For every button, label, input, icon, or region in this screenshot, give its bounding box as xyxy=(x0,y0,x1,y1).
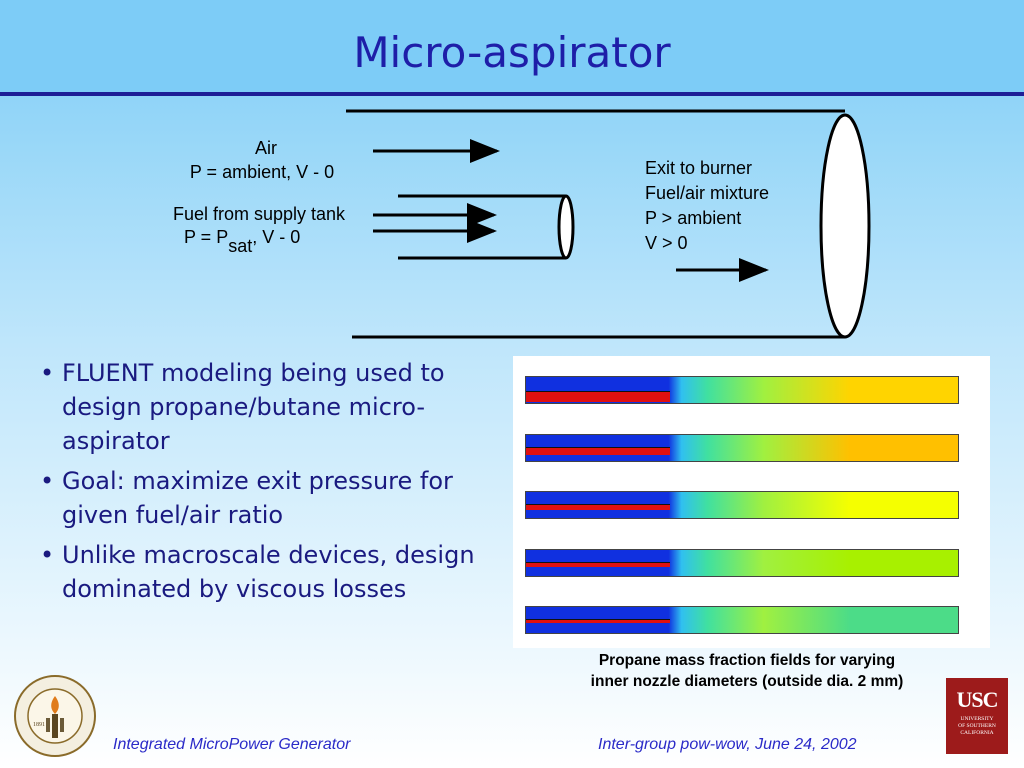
caption-line-1: Propane mass fraction fields for varying xyxy=(598,652,896,669)
simulation-row xyxy=(525,376,959,404)
nozzle-wall xyxy=(526,619,670,620)
simulation-image xyxy=(513,356,990,648)
bullet-item: •Unlike macroscale devices, design domin… xyxy=(40,538,510,606)
outer-tube-exit xyxy=(819,113,871,339)
simulation-row xyxy=(525,491,959,519)
air-label: Air xyxy=(255,138,277,158)
page-title: Micro-aspirator xyxy=(353,28,671,77)
bullet-text: FLUENT modeling being used to design pro… xyxy=(62,359,445,455)
fuel-label: Fuel from supply tank xyxy=(173,204,346,224)
caption-line-2: inner nozzle diameters (outside dia. 2 m… xyxy=(590,673,904,690)
nozzle-wall xyxy=(526,446,670,448)
bullet-item: •Goal: maximize exit pressure for given … xyxy=(40,464,510,532)
title-bar xyxy=(0,0,1024,93)
fuel-conditions-subscript: sat xyxy=(228,236,252,256)
bullet-list: •FLUENT modeling being used to design pr… xyxy=(40,356,510,612)
fuel-core xyxy=(526,504,670,510)
inner-nozzle-exit xyxy=(557,194,575,260)
nozzle-wall xyxy=(526,504,670,505)
fuel-conditions-prefix: P = P xyxy=(184,227,228,247)
footer-project-name: Integrated MicroPower Generator xyxy=(113,736,351,753)
micro-aspirator-diagram: Air P = ambient, V - 0 Fuel from supply … xyxy=(173,109,871,339)
bullet-dot: • xyxy=(40,467,55,495)
exit-label-line-3: P > ambient xyxy=(645,208,741,228)
nozzle-wall xyxy=(526,561,670,563)
bullet-dot: • xyxy=(40,541,55,569)
fuel-core xyxy=(526,619,670,623)
simulation-row xyxy=(525,433,959,462)
bullet-text: Goal: maximize exit pressure for given f… xyxy=(62,467,453,529)
fuel-core xyxy=(526,561,670,567)
footer-event-date: Inter-group pow-wow, June 24, 2002 xyxy=(598,736,857,753)
figure-caption: Propane mass fraction fields for varying… xyxy=(520,650,974,692)
fuel-core xyxy=(526,446,670,455)
exit-label-line-4: V > 0 xyxy=(645,233,688,253)
fuel-conditions-suffix: , V - 0 xyxy=(252,227,300,247)
exit-label-line-2: Fuel/air mixture xyxy=(645,183,769,203)
title-divider xyxy=(0,92,1024,96)
air-conditions: P = ambient, V - 0 xyxy=(190,162,334,182)
bullet-item: •FLUENT modeling being used to design pr… xyxy=(40,356,510,458)
simulation-row xyxy=(525,606,959,634)
svg-text:1891: 1891 xyxy=(33,722,45,728)
fuel-core xyxy=(526,392,670,402)
bullet-text: Unlike macroscale devices, design domina… xyxy=(62,541,475,603)
simulation-row xyxy=(525,548,959,577)
fuel-conditions: P = Psat, V - 0 xyxy=(184,227,300,256)
nozzle-wall xyxy=(526,391,670,392)
bullet-dot: • xyxy=(40,359,55,387)
exit-label-line-1: Exit to burner xyxy=(645,158,752,178)
caltech-seal-logo: 1891 xyxy=(14,675,96,757)
